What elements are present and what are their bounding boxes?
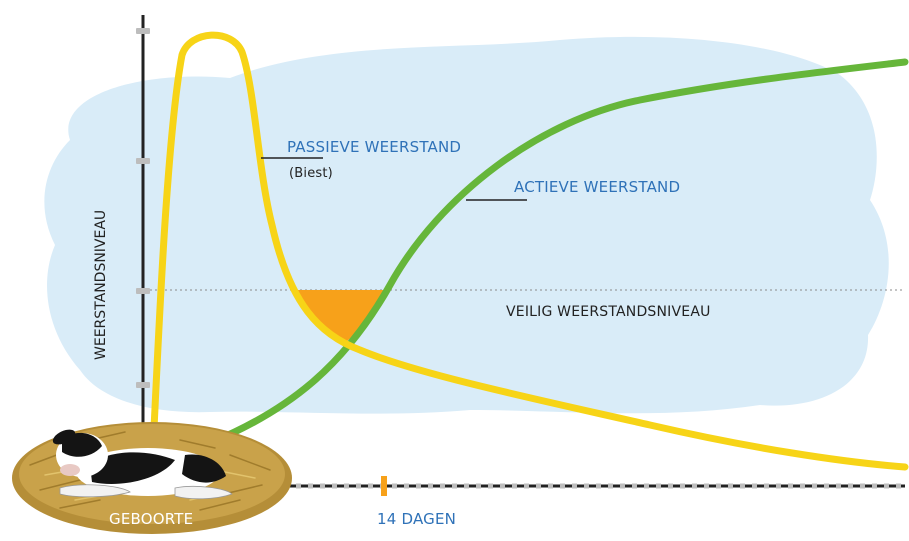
active-resistance-label: ACTIEVE WEERSTAND (514, 178, 681, 196)
passive-resistance-curve (149, 31, 909, 471)
birth-label: GEBOORTE (109, 510, 194, 528)
calf-icon (52, 429, 233, 500)
passive-resistance-sublabel: (Biest) (289, 166, 333, 181)
safe-level-label: VEILIG WEERSTANDSNIVEAU (506, 304, 711, 320)
day14-label: 14 DAGEN (377, 510, 457, 528)
day14-marker (381, 476, 387, 496)
y-axis-ticks (136, 28, 150, 388)
active-resistance-curve (206, 58, 909, 447)
vulnerable-gap-area (296, 290, 388, 343)
background-cloud (44, 36, 889, 414)
y-axis-label: WEERSTANDSNIVEAU (93, 209, 109, 360)
passive-resistance-label: PASSIEVE WEERSTAND (287, 138, 462, 156)
